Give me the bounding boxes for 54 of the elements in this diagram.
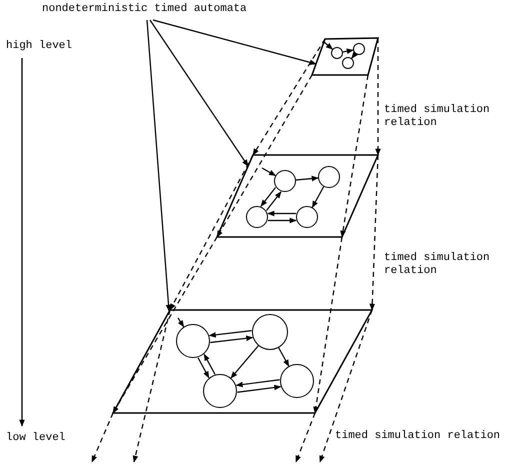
state-circle xyxy=(203,374,237,408)
dashed-arrow xyxy=(252,38,326,156)
transition-arrow xyxy=(230,345,259,379)
transition-arrow xyxy=(236,379,280,388)
annotation-text: timed simulation relation xyxy=(384,252,491,278)
dashed-arrow xyxy=(295,412,316,463)
state-circle xyxy=(274,170,296,192)
annotation-text: timed simulation relation xyxy=(335,430,500,443)
leader-arrow xyxy=(150,20,248,167)
state-circle xyxy=(252,314,288,350)
dashed-arrow xyxy=(313,236,343,414)
transition-arrow xyxy=(204,354,216,375)
state-circle xyxy=(296,206,318,228)
state-circle xyxy=(280,364,314,398)
leader-arrow xyxy=(146,20,172,312)
dashed-arrow xyxy=(112,236,218,414)
transition-arrow xyxy=(312,186,324,208)
annotation-text: low level xyxy=(6,432,66,445)
state-circle xyxy=(342,57,354,69)
transition-arrow xyxy=(260,187,276,207)
dashed-arrow xyxy=(216,74,313,238)
transition-arrow xyxy=(178,318,184,328)
annotation-text: timed simulation relation xyxy=(384,104,491,130)
transition-arrow xyxy=(210,336,254,344)
transition-arrow xyxy=(266,191,282,211)
transition-arrow xyxy=(267,210,296,216)
transition-arrow xyxy=(237,384,282,393)
dashed-arrow xyxy=(132,310,171,463)
dashed-arrow xyxy=(319,310,373,463)
transition-arrow xyxy=(262,167,276,176)
state-circle xyxy=(318,166,340,188)
transition-arrow xyxy=(296,176,319,182)
dashed-arrow xyxy=(91,412,114,463)
dashed-arrow xyxy=(340,74,369,238)
transition-arrow xyxy=(278,347,290,367)
state-circle xyxy=(353,43,365,55)
state-circle xyxy=(246,206,268,228)
transition-arrow xyxy=(351,52,358,59)
plane-parallelogram xyxy=(216,154,380,238)
transition-arrow xyxy=(197,357,210,378)
dashed-arrow xyxy=(375,38,381,156)
dashed-arrow xyxy=(169,154,254,311)
state-circle xyxy=(176,324,210,358)
transition-arrow xyxy=(342,48,354,54)
transition-arrow xyxy=(268,218,297,224)
state-circle xyxy=(331,47,343,59)
plane-parallelogram xyxy=(112,309,374,414)
annotation-text: high level xyxy=(6,40,72,53)
dashed-arrow xyxy=(369,154,379,311)
transition-arrow xyxy=(208,330,252,338)
leader-arrow xyxy=(152,19,317,66)
transition-arrow xyxy=(324,42,333,50)
heading-text: nondeterministic timed automata xyxy=(42,3,247,16)
plane-parallelogram xyxy=(310,37,379,76)
